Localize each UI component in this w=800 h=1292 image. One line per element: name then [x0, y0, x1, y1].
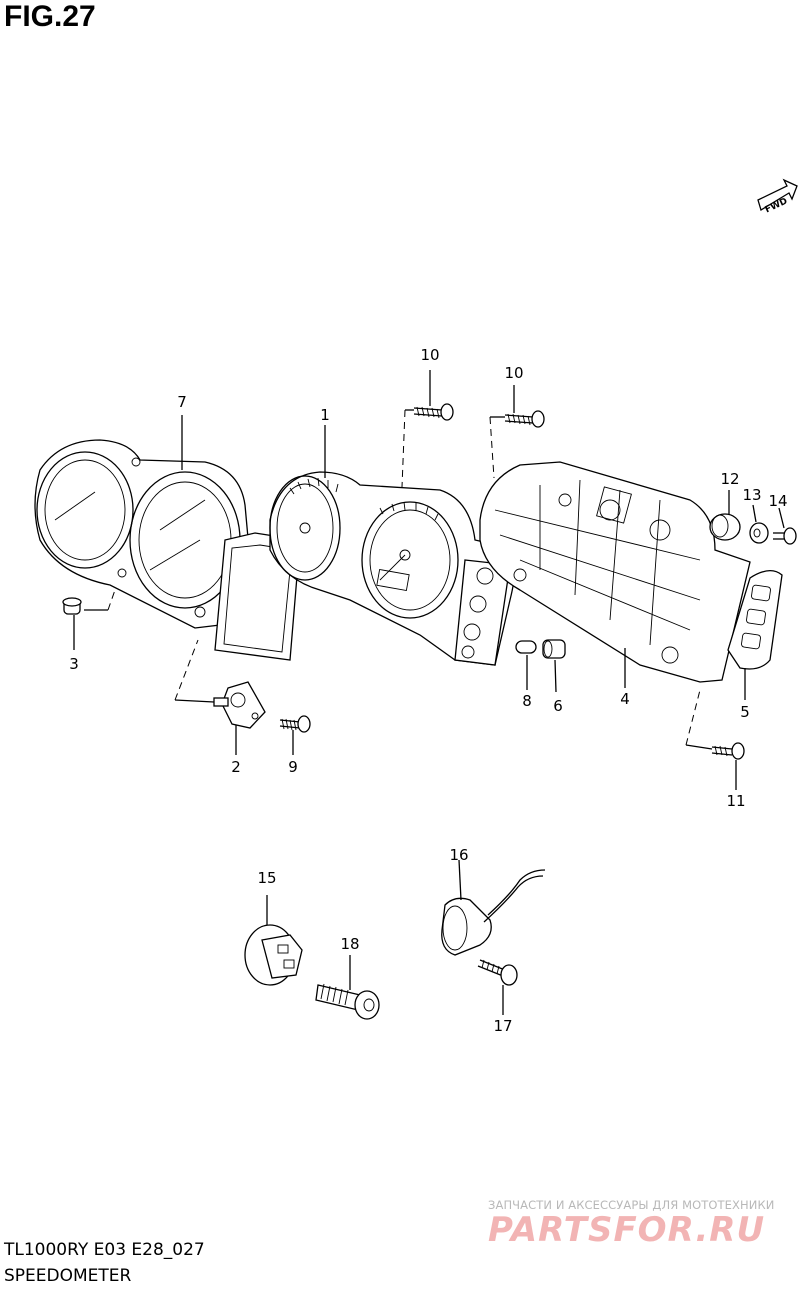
part-10-screw-left: [401, 370, 454, 488]
part-12-grommet: [709, 490, 741, 541]
callout-5: 7: [177, 393, 187, 411]
callout-17: 17: [493, 1017, 512, 1035]
part-1-meter-assembly: [269, 425, 516, 666]
part-10-screw-right: [489, 385, 545, 479]
part-7-bracket: [727, 570, 783, 700]
part-14-screw: [773, 507, 797, 545]
fwd-arrow-icon: FWD: [757, 178, 798, 215]
callout-8: 8: [522, 692, 532, 710]
part-8-bulb: [515, 640, 537, 690]
callout-18: 18: [340, 935, 359, 953]
part-5-meter-cover: [34, 415, 301, 661]
callout-10-left: 10: [420, 346, 439, 364]
callout-2: 2: [231, 758, 241, 776]
figure-title: FIG.27: [4, 0, 96, 33]
callout-16: 16: [449, 846, 468, 864]
part-2-trip-knob: [174, 639, 266, 755]
part-9-screw: [279, 715, 311, 755]
section-title: SPEEDOMETER: [4, 1266, 132, 1286]
callout-13: 13: [742, 486, 761, 504]
part-15-plate: [244, 895, 303, 986]
part-4-meter-case: [479, 461, 751, 688]
watermark-tagline: ЗАПЧАСТИ И АКСЕССУАРЫ ДЛЯ МОТОТЕХНИКИ: [488, 1198, 775, 1212]
watermark-logo: PARTSFOR.RU: [488, 1210, 766, 1250]
part-11-screw: [685, 689, 745, 790]
model-code: TL1000RY E03 E28_027: [4, 1240, 205, 1260]
callout-1: 1: [320, 406, 330, 424]
part-16-sensor: [441, 859, 546, 956]
callout-15: 15: [257, 869, 276, 887]
part-13-collar: [749, 504, 769, 544]
part-3-grommet: [62, 589, 116, 650]
callout-14: 14: [768, 492, 787, 510]
callout-3: 3: [69, 655, 79, 673]
part-17-screw: [477, 959, 518, 1015]
callout-10-right: 10: [504, 364, 523, 382]
callout-7: 5: [740, 703, 750, 721]
part-18-bolt: [315, 955, 380, 1020]
callout-9: 9: [288, 758, 298, 776]
part-6-bulb-socket: [542, 639, 566, 693]
callout-6: 6: [553, 697, 563, 715]
callout-4: 4: [620, 690, 630, 708]
callout-labels: 7 1 10 10 12 13 14 3 8 6 4 5 2 9 11 15 1…: [69, 346, 787, 1035]
callout-11: 11: [726, 792, 745, 810]
callout-12: 12: [720, 470, 739, 488]
